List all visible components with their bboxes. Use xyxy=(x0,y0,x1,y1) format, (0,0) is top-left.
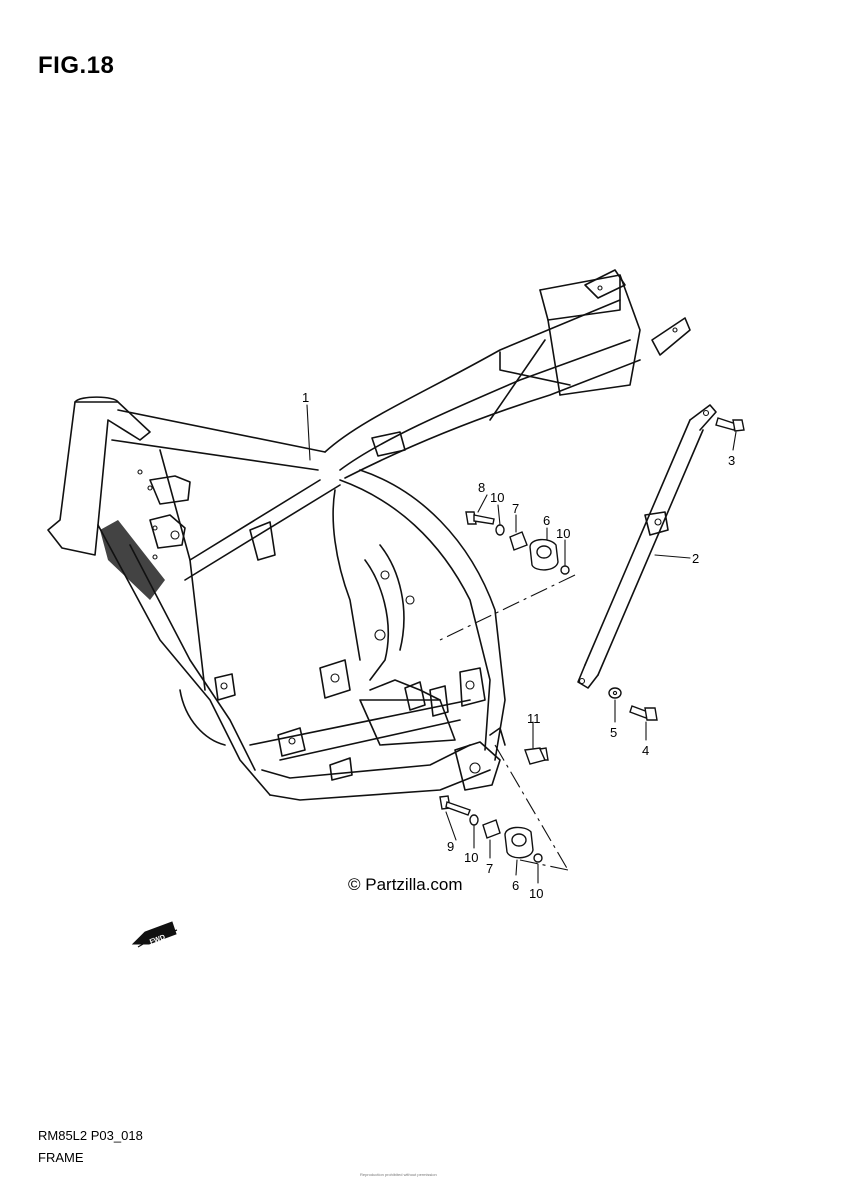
callout-11: 11 xyxy=(527,711,541,726)
washer-10-lower-a[interactable] xyxy=(469,814,479,826)
diagram-name: FRAME xyxy=(38,1150,84,1165)
lower-mount-axis xyxy=(494,744,569,871)
callout-2: 2 xyxy=(692,551,699,566)
upper-mount-axis xyxy=(439,574,576,641)
callout-3: 3 xyxy=(728,453,735,468)
callout-5: 5 xyxy=(610,725,617,740)
washer-10-lower-b[interactable] xyxy=(533,853,543,863)
collar-7-lower[interactable] xyxy=(482,819,501,839)
nut-11[interactable] xyxy=(524,747,549,765)
collar-7-upper[interactable] xyxy=(509,531,528,551)
frame-main[interactable] xyxy=(47,269,691,801)
diagram-code: RM85L2 P03_018 xyxy=(38,1128,143,1143)
head-tube xyxy=(47,401,151,556)
rear-strut[interactable] xyxy=(577,404,717,689)
bolt-4[interactable] xyxy=(629,705,658,721)
partzilla-watermark: © Partzilla.com xyxy=(348,875,463,894)
callout-10-upper-b: 10 xyxy=(556,526,570,541)
callout-9: 9 xyxy=(447,839,454,854)
bolt-3[interactable] xyxy=(715,417,745,432)
callout-7-upper: 7 xyxy=(512,501,519,516)
callout-10-lower-a: 10 xyxy=(464,850,478,865)
callout-4: 4 xyxy=(642,743,649,758)
callout-7-lower: 7 xyxy=(486,861,493,876)
washer-5[interactable] xyxy=(608,687,622,699)
washer-10-upper-a[interactable] xyxy=(495,524,505,536)
callout-6-lower: 6 xyxy=(512,878,519,893)
cushion-6-upper[interactable] xyxy=(529,538,559,571)
washer-10-upper-b[interactable] xyxy=(560,565,570,575)
callout-6-upper: 6 xyxy=(543,513,550,528)
cushion-6-lower[interactable] xyxy=(504,826,534,859)
callout-1: 1 xyxy=(302,390,309,405)
callout-10-lower-b: 10 xyxy=(529,886,543,901)
callout-8: 8 xyxy=(478,480,485,495)
bolt-9[interactable] xyxy=(439,795,471,816)
forward-direction-icon: FWD xyxy=(131,921,178,948)
figure-title: FIG.18 xyxy=(38,52,115,79)
bolt-8[interactable] xyxy=(465,511,495,525)
copyright-note: Reproduction prohibited without permissi… xyxy=(360,1172,437,1177)
callout-10-upper-a: 10 xyxy=(490,490,504,505)
